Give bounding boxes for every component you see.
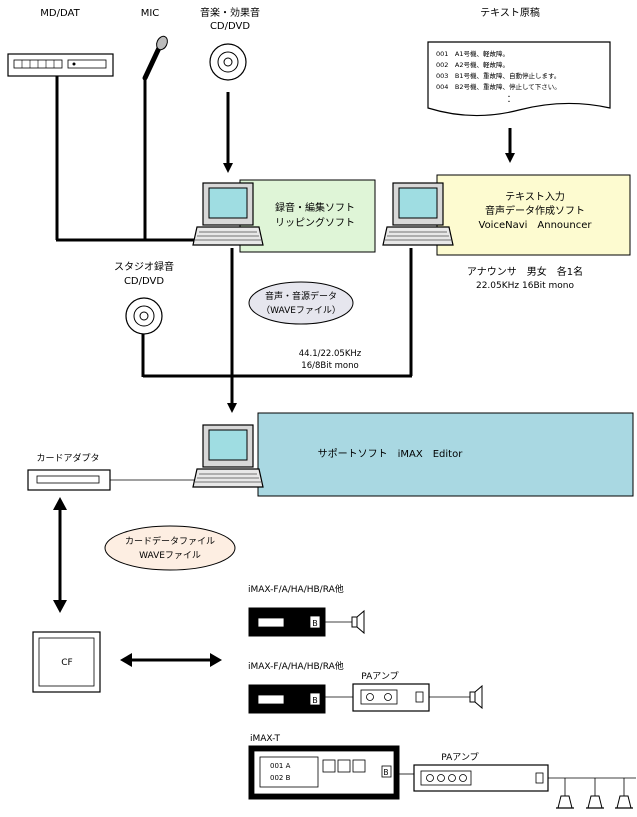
md-dat-label: MD/DAT <box>40 8 80 19</box>
tts-line2: 音声データ作成ソフト <box>485 204 585 217</box>
speaker-icon <box>469 685 483 709</box>
support-software-label: サポートソフト iMAX Editor <box>318 448 464 460</box>
pa1-label: PAアンプ <box>361 671 398 682</box>
manuscript-document-icon: 001 A1号機、軽故障。 002 A2号機、軽故障。 003 B1号機、重故障… <box>427 41 611 117</box>
music-label: 音楽・効果音 <box>200 6 260 19</box>
md-dat-deck-icon <box>7 53 114 77</box>
ellipsis-dots: ・ <box>506 99 512 106</box>
card-adapter-label: カードアダプタ <box>36 452 99 464</box>
tts-laptop-icon <box>382 182 454 246</box>
pa-amp-2-icon <box>413 764 549 792</box>
support-software-box <box>257 412 634 497</box>
adapter-cf-double-arrow <box>53 497 67 613</box>
recording-software-line1: 録音・編集ソフト <box>275 201 355 214</box>
cf-card-icon <box>32 631 101 693</box>
cf-device-double-arrow <box>120 653 222 667</box>
source-wiring <box>55 76 200 242</box>
format-line2: 16/8Bit mono <box>301 361 358 371</box>
device1-label: iMAX-F/A/HA/HB/RA他 <box>248 583 344 595</box>
device3-button-label: B <box>383 768 388 777</box>
manuscript-line: 004 B2号機、重故障、停止して下さい。 <box>436 82 561 91</box>
data-bus-wiring <box>141 248 413 378</box>
device1-button <box>309 615 321 629</box>
recording-laptop-icon <box>192 182 264 246</box>
recording-software-line2: リッピングソフト <box>275 216 355 229</box>
horn-speaker-icon <box>614 795 634 809</box>
manuscript-line: 001 A1号機、軽故障。 <box>436 49 509 58</box>
tts-line1: テキスト入力 <box>505 190 565 203</box>
card-ellipse-line1: カードデータファイル <box>125 535 215 547</box>
device2-card-slot <box>257 694 285 705</box>
device3-key <box>322 759 336 773</box>
studio-media-label: CD/DVD <box>124 276 164 287</box>
card-adapter-icon <box>27 469 111 491</box>
music-cd-icon <box>209 43 247 81</box>
studio-label: スタジオ録音 <box>114 260 174 273</box>
device2-button-label: B <box>312 696 318 705</box>
device1-button-label: B <box>312 619 318 628</box>
studio-cd-icon <box>125 297 163 335</box>
device3-row2: 002 B <box>270 774 291 782</box>
device3-row1: 001 A <box>270 762 291 770</box>
manuscript-line: 003 B1号機、重故障、自動停止します。 <box>436 71 560 80</box>
device3-key <box>352 759 366 773</box>
wave-ellipse-line2: （WAVEファイル） <box>261 305 341 316</box>
device1-card-slot <box>257 617 285 628</box>
pa2-label: PAアンプ <box>441 752 478 763</box>
tts-line3: VoiceNavi Announcer <box>479 220 593 231</box>
horn-speaker-bus <box>548 777 636 796</box>
device3-key <box>337 759 351 773</box>
pa-amp-1-icon <box>352 683 430 712</box>
format-line1: 44.1/22.05KHz <box>299 349 362 359</box>
device2-label: iMAX-F/A/HA/HB/RA他 <box>248 660 344 672</box>
manuscript-label: テキスト原稿 <box>480 6 540 19</box>
manuscript-line: 002 A2号機、軽故障。 <box>436 60 509 69</box>
device3-display <box>259 756 319 788</box>
announcer-format: 22.05KHz 16Bit mono <box>476 281 575 291</box>
wave-data-ellipse <box>248 281 354 325</box>
device3-button <box>381 765 392 778</box>
cf-label: CF <box>61 658 72 668</box>
ellipsis-dots: ・ <box>506 94 512 101</box>
speaker-icon <box>351 610 365 634</box>
music-media-label: CD/DVD <box>210 21 250 32</box>
editor-laptop-icon <box>192 424 264 488</box>
announcer-label: アナウンサ 男女 各1名 <box>467 265 583 278</box>
horn-speaker-icon <box>585 795 605 809</box>
card-ellipse-line2: WAVEファイル <box>139 551 201 561</box>
horn-speaker-icon <box>555 795 575 809</box>
device3-label: iMAX-T <box>250 734 281 744</box>
card-data-ellipse <box>104 525 236 571</box>
tts-software-box <box>436 174 631 256</box>
microphone-icon <box>142 35 168 81</box>
device2-button <box>309 692 321 706</box>
wave-ellipse-line1: 音声・音源データ <box>265 290 337 302</box>
mic-label: MIC <box>141 8 160 19</box>
